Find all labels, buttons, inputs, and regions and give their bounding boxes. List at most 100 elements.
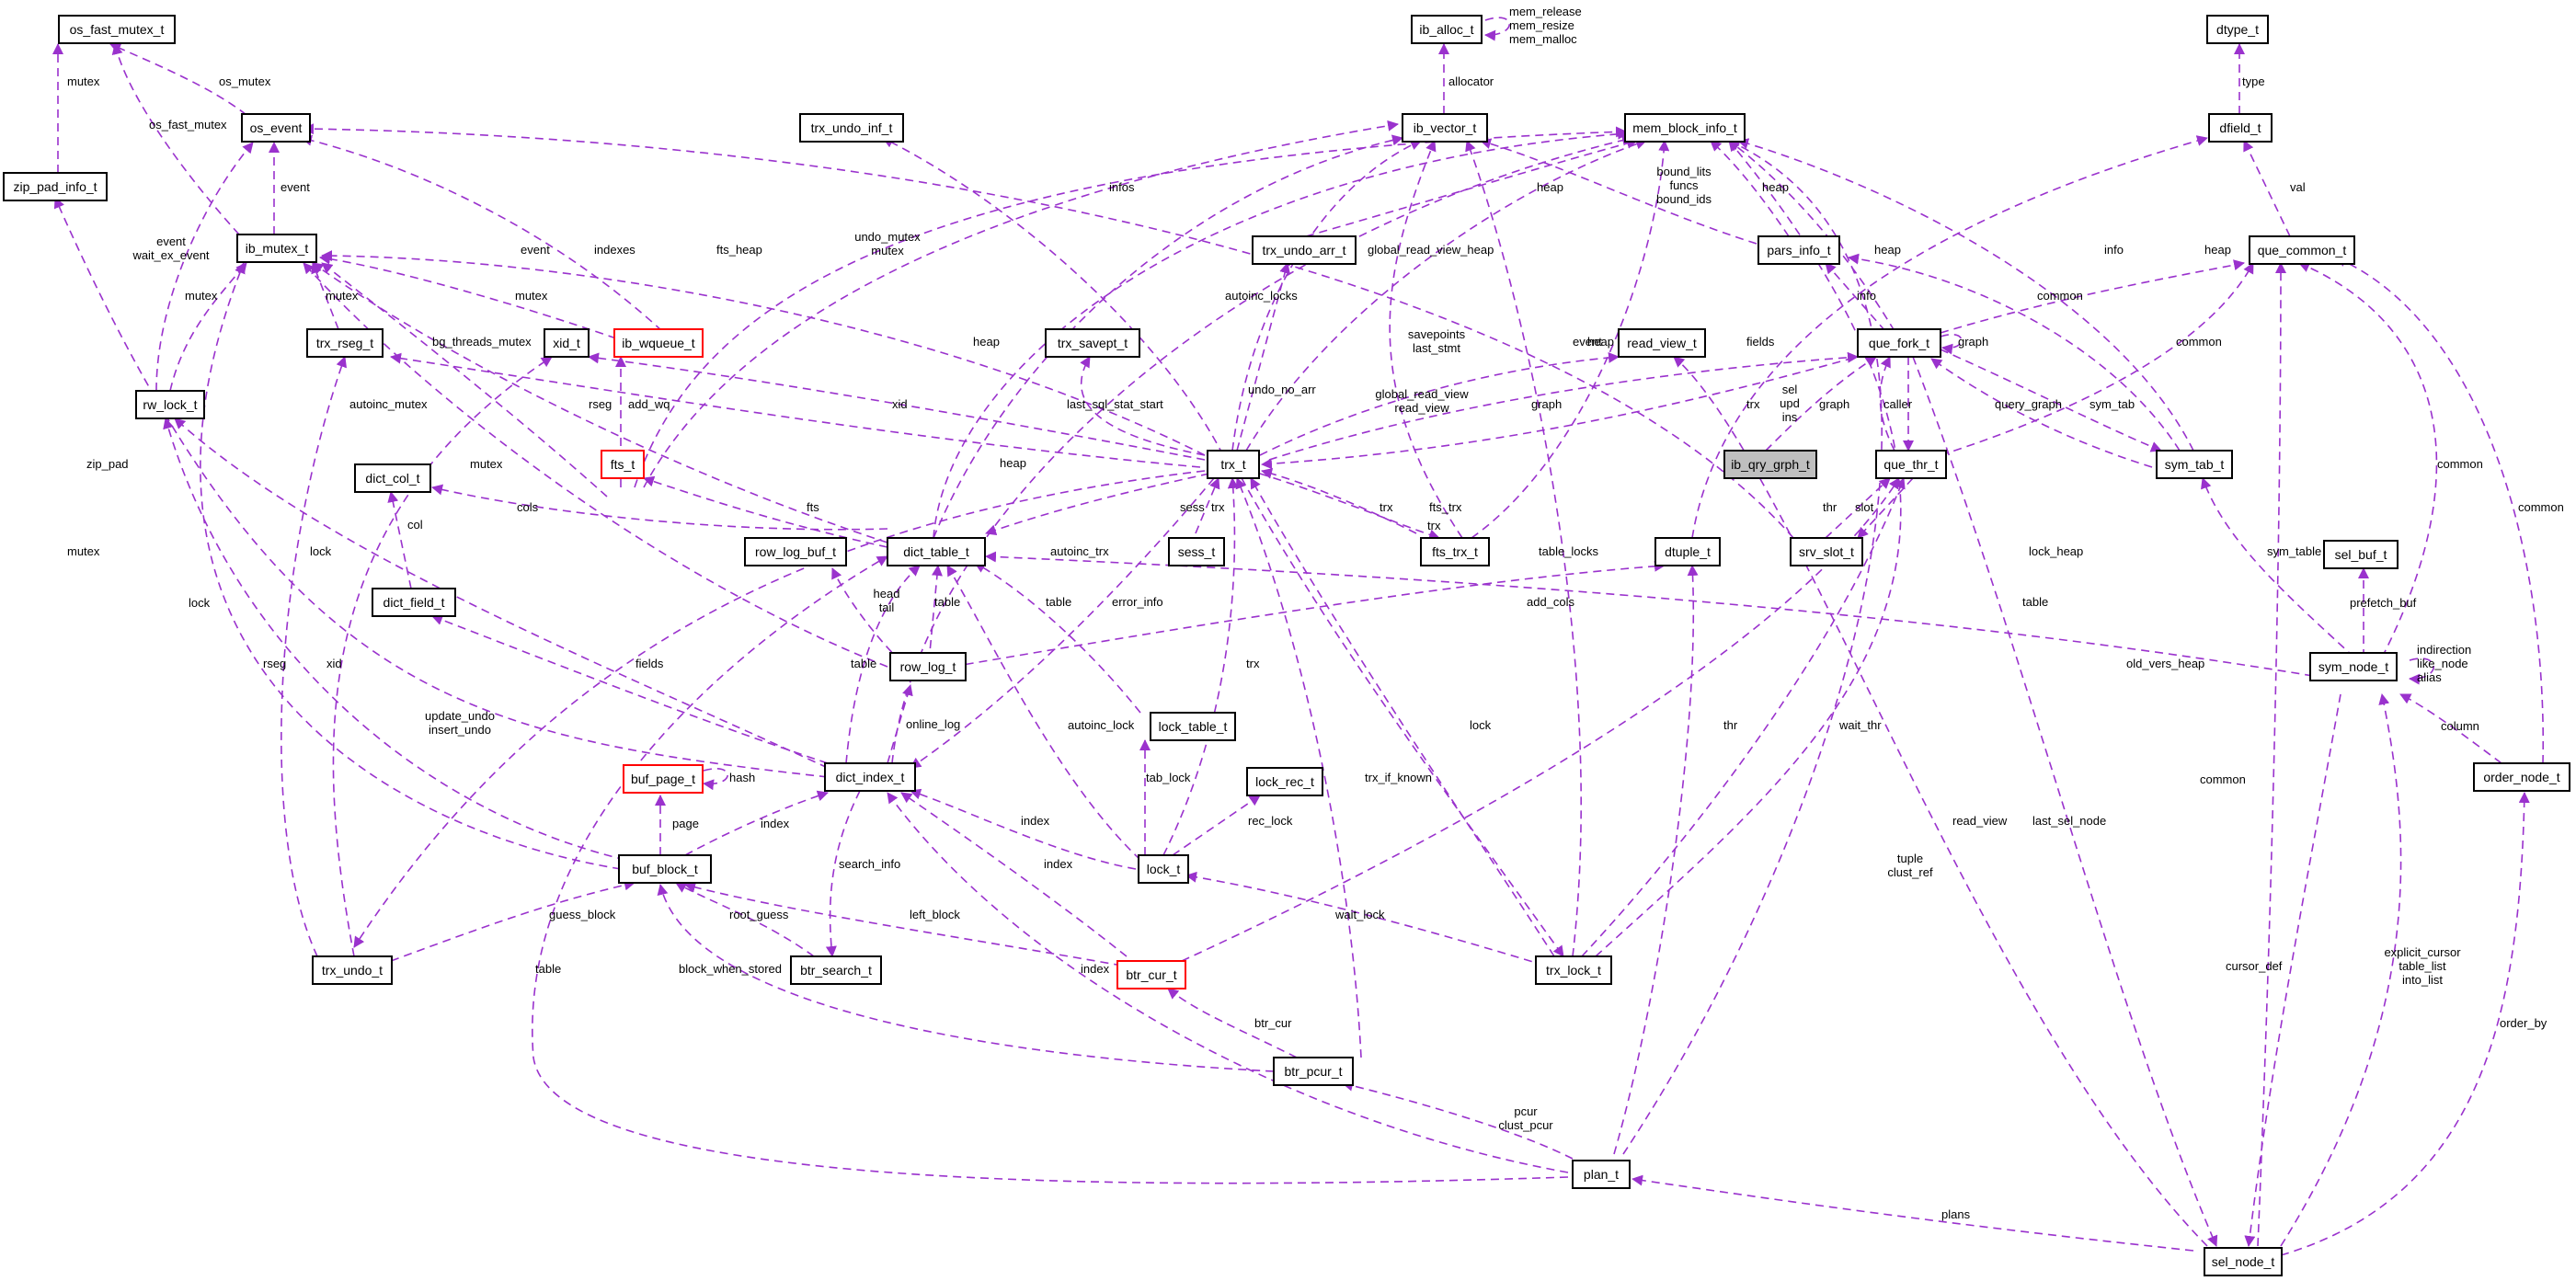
edge-btr-pcur-to-trx [1235, 477, 1362, 1058]
node-trx-undo-inf-t[interactable]: trx_undo_inf_t [799, 113, 904, 143]
edge-label: graph [1531, 397, 1562, 411]
edge-trx-to-read-view [1259, 351, 1620, 456]
node-zip-pad-info-t[interactable]: zip_pad_info_t [3, 172, 108, 201]
node-label: ib_vector_t [1414, 120, 1477, 135]
node-dict-field-t[interactable]: dict_field_t [372, 588, 456, 617]
node-label: sym_tab_t [2165, 457, 2225, 472]
node-label: dfield_t [2219, 120, 2261, 135]
node-que-thr-t[interactable]: que_thr_t [1875, 450, 1947, 479]
edge-dict-index-to-mem-block [891, 134, 1633, 764]
node-dtuple-t[interactable]: dtuple_t [1654, 537, 1721, 566]
edge-label: allocator [1448, 74, 1494, 88]
node-trx-t[interactable]: trx_t [1207, 450, 1260, 479]
edge-label: index [1081, 962, 1110, 976]
edge-label: index [1044, 857, 1073, 871]
node-btr-pcur-t[interactable]: btr_pcur_t [1273, 1057, 1354, 1086]
node-lock-rec-t[interactable]: lock_rec_t [1246, 767, 1323, 796]
node-btr-search-t[interactable]: btr_search_t [790, 955, 882, 985]
node-dtype-t[interactable]: dtype_t [2206, 15, 2269, 44]
node-label: dict_table_t [903, 544, 969, 559]
node-dict-index-t[interactable]: dict_index_t [824, 762, 916, 792]
node-os-fast-mutex-t[interactable]: os_fast_mutex_t [58, 15, 176, 44]
edge-btr-pcur-to-buf-block [657, 884, 1275, 1072]
edge-sym-tab-to-que-fork [1930, 358, 2153, 468]
node-dfield-t[interactable]: dfield_t [2208, 113, 2273, 143]
node-xid-t[interactable]: xid_t [544, 328, 590, 358]
node-pars-info-t[interactable]: pars_info_t [1757, 235, 1840, 265]
edge-label: heap [1762, 180, 1789, 194]
edge-fts-trx-to-mem-block [1471, 140, 1670, 539]
node-sel-node-t[interactable]: sel_node_t [2204, 1247, 2283, 1276]
node-trx-undo-t[interactable]: trx_undo_t [312, 955, 393, 985]
node-trx-undo-arr-t[interactable]: trx_undo_arr_t [1252, 235, 1357, 265]
edge-ib-alloc-self [1484, 17, 1510, 41]
edge-label: info [1857, 289, 1876, 303]
node-ib-mutex-t[interactable]: ib_mutex_t [236, 234, 317, 263]
node-buf-page-t[interactable]: buf_page_t [623, 764, 704, 794]
node-trx-rseg-t[interactable]: trx_rseg_t [306, 328, 384, 358]
edge-sym-node-to-sel-node [2244, 693, 2341, 1247]
node-dict-table-t[interactable]: dict_table_t [887, 537, 986, 566]
edge-label: left_block [910, 908, 960, 921]
node-label: dtuple_t [1665, 544, 1711, 559]
edge-btr-cur-to-dict-index [900, 792, 1128, 957]
node-que-fork-t[interactable]: que_fork_t [1857, 328, 1941, 358]
node-row-log-t[interactable]: row_log_t [889, 652, 967, 681]
edge-label: global_read_view_heap [1368, 243, 1494, 257]
edge-label: trx [1427, 519, 1441, 532]
edge-fts-to-mem-block [634, 126, 1627, 488]
node-sym-node-t[interactable]: sym_node_t [2309, 652, 2398, 681]
node-order-node-t[interactable]: order_node_t [2473, 762, 2570, 792]
edge-que-fork-self [1940, 333, 1963, 355]
edge-btr-pcur-to-btr-cur [1167, 988, 1298, 1058]
edge-label: last_sel_node [2032, 814, 2106, 828]
edge-trx-to-trx-rseg [390, 352, 1201, 468]
edge-label: table [1046, 595, 1071, 609]
edge-dtuple-to-dfield [1691, 135, 2208, 539]
node-fts-trx-t[interactable]: fts_trx_t [1420, 537, 1490, 566]
node-sym-tab-t[interactable]: sym_tab_t [2156, 450, 2233, 479]
node-label: que_common_t [2258, 243, 2347, 257]
node-buf-block-t[interactable]: buf_block_t [618, 854, 712, 884]
node-label: ib_alloc_t [1419, 22, 1473, 37]
node-btr-cur-t[interactable]: btr_cur_t [1116, 960, 1186, 989]
node-ib-wqueue-t[interactable]: ib_wqueue_t [613, 328, 704, 358]
node-sel-buf-t[interactable]: sel_buf_t [2323, 540, 2399, 569]
edge-label: heap [1000, 456, 1026, 470]
edge-dict-index-to-btr-search [825, 790, 861, 957]
node-rw-lock-t[interactable]: rw_lock_t [135, 390, 205, 419]
node-que-common-t[interactable]: que_common_t [2249, 235, 2355, 265]
node-label: pars_info_t [1767, 243, 1830, 257]
node-os-event[interactable]: os_event [241, 113, 311, 143]
node-label: ib_mutex_t [246, 241, 309, 256]
edge-que-thr-to-que-common [1940, 262, 2254, 456]
node-label: zip_pad_info_t [13, 179, 97, 194]
node-ib-vector-t[interactable]: ib_vector_t [1402, 113, 1488, 143]
node-read-view-t[interactable]: read_view_t [1618, 328, 1706, 358]
node-label: row_log_t [900, 659, 956, 674]
node-label: ib_wqueue_t [622, 336, 695, 350]
edge-label: info [2104, 243, 2124, 257]
edge-sess-to-trx [1195, 477, 1220, 534]
node-plan-t[interactable]: plan_t [1572, 1160, 1631, 1189]
node-trx-lock-t[interactable]: trx_lock_t [1535, 955, 1612, 985]
node-fts-t[interactable]: fts_t [601, 450, 645, 479]
node-row-log-buf-t[interactable]: row_log_buf_t [744, 537, 847, 566]
node-srv-slot-t[interactable]: srv_slot_t [1790, 537, 1863, 566]
node-trx-savept-t[interactable]: trx_savept_t [1045, 328, 1140, 358]
edge-sym-node-self [2409, 658, 2434, 685]
node-lock-t[interactable]: lock_t [1138, 854, 1189, 884]
edge-label: common [2176, 335, 2222, 349]
node-dict-col-t[interactable]: dict_col_t [354, 463, 431, 493]
node-ib-qry-grph-t[interactable]: ib_qry_grph_t [1723, 450, 1817, 479]
node-ib-alloc-t[interactable]: ib_alloc_t [1411, 15, 1483, 44]
edge-label: cursor_def [2226, 959, 2283, 973]
edge-trx-to-ib-mutex [321, 250, 1206, 456]
node-mem-block-info-t[interactable]: mem_block_info_t [1624, 113, 1746, 143]
node-sess-t[interactable]: sess_t [1168, 537, 1225, 566]
edge-label: cols [517, 500, 539, 514]
node-lock-table-t[interactable]: lock_table_t [1150, 712, 1236, 741]
